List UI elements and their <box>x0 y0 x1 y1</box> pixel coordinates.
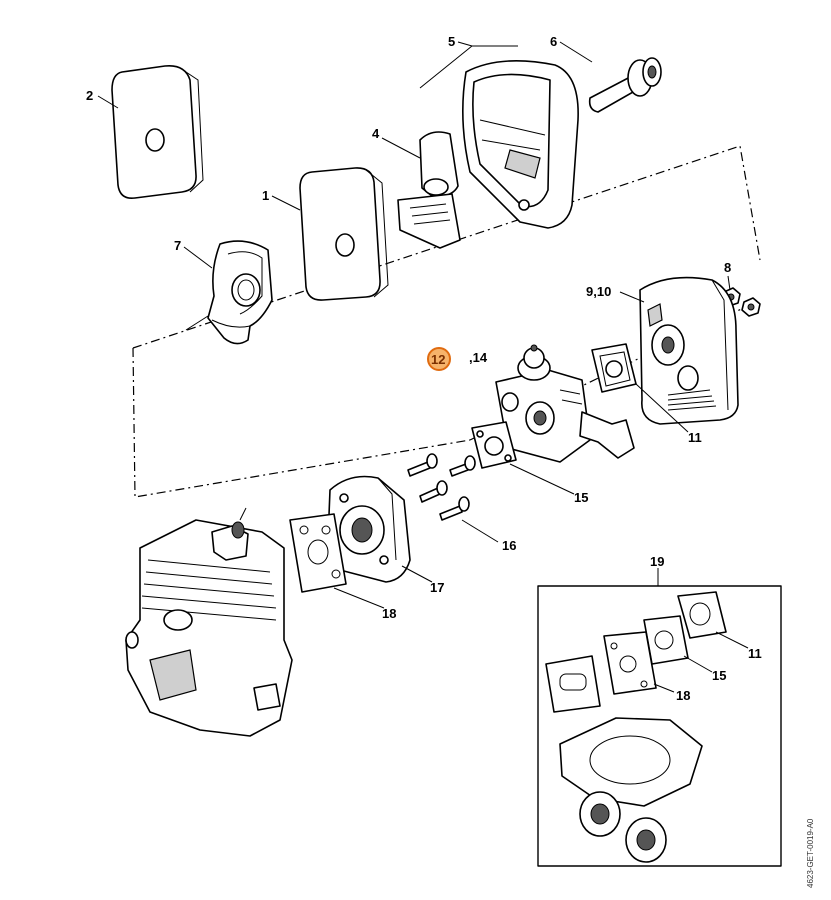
label-12-highlight[interactable] <box>427 347 451 371</box>
part-12-14-carburetor[interactable] <box>495 344 635 463</box>
label-15-upper: 15 <box>574 490 588 505</box>
label-4: 4 <box>372 126 380 141</box>
engine-cylinder-block <box>125 507 293 737</box>
part-2-foam-filter[interactable] <box>111 64 204 200</box>
label-11-upper: 11 <box>688 430 702 445</box>
label-19: 19 <box>650 554 664 569</box>
part-18-intake-gasket[interactable] <box>289 513 347 593</box>
part-6-knob-screw[interactable] <box>588 57 662 113</box>
leader-lines <box>97 41 749 693</box>
label-8: 8 <box>724 260 731 275</box>
label-16: 16 <box>502 538 516 553</box>
part-4-intake[interactable] <box>397 131 461 249</box>
part-17-intake-flange[interactable] <box>326 475 411 583</box>
label-9-10: 9,10 <box>586 284 611 299</box>
label-14: ,14 <box>469 350 488 365</box>
label-1: 1 <box>262 188 269 203</box>
part-1-foam-filter[interactable] <box>299 167 389 301</box>
part-15-carb-gasket[interactable] <box>471 421 517 469</box>
part-19-gasket-set-box[interactable] <box>537 585 782 867</box>
part-labels: 2 1 4 5 6 7 8 9,10 11 12 ,14 15 16 17 18… <box>86 34 762 703</box>
part-9-10-muffler[interactable] <box>639 276 739 425</box>
label-17: 17 <box>430 580 444 595</box>
label-6: 6 <box>550 34 557 49</box>
label-18-upper: 18 <box>382 606 396 621</box>
part-16-bolts[interactable] <box>407 453 476 521</box>
label-7: 7 <box>174 238 181 253</box>
label-2: 2 <box>86 88 93 103</box>
label-11-lower: 11 <box>748 646 762 661</box>
part-11-muffler-gasket[interactable] <box>591 343 637 393</box>
label-5: 5 <box>448 34 455 49</box>
label-18-lower: 18 <box>676 688 690 703</box>
part-5-filter-cover[interactable] <box>462 60 579 229</box>
label-15-lower: 15 <box>712 668 726 683</box>
part-7-filter-bracket[interactable] <box>207 240 273 345</box>
drawing-code: 4623-GET-0019-A0 <box>806 818 815 888</box>
label-12: 12 <box>431 352 445 367</box>
